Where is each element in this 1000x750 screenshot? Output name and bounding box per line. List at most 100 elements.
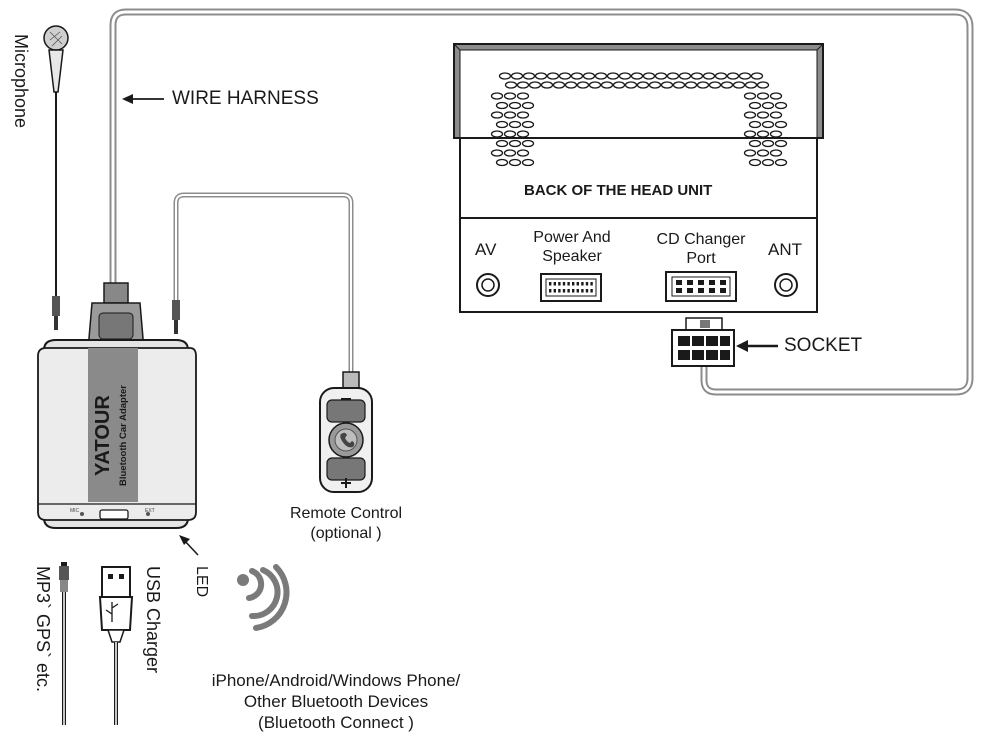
vent-hole bbox=[769, 149, 783, 157]
vent-hole bbox=[490, 111, 504, 119]
vent-hole bbox=[508, 139, 522, 148]
vent-hole bbox=[516, 92, 530, 100]
vent-hole bbox=[684, 81, 698, 89]
connector-pin bbox=[676, 280, 682, 285]
vent-hole bbox=[498, 72, 512, 80]
usb-cable-icon bbox=[98, 566, 134, 725]
vent-hole bbox=[503, 92, 517, 100]
vent-hole bbox=[516, 130, 530, 138]
vent-hole bbox=[503, 111, 517, 119]
vent-hole bbox=[522, 72, 536, 80]
connector-pin bbox=[572, 289, 575, 293]
connector-pin bbox=[585, 282, 589, 286]
connector-pin bbox=[590, 289, 593, 293]
connector-pin bbox=[549, 282, 552, 286]
vent-hole bbox=[576, 81, 590, 89]
vent-hole bbox=[618, 72, 632, 80]
phone-icon bbox=[340, 432, 355, 448]
connector-pin bbox=[698, 288, 704, 293]
remote-optional-label: (optional ) bbox=[310, 525, 382, 542]
vent-hole bbox=[516, 111, 530, 119]
vent-hole bbox=[756, 130, 770, 138]
vent-hole bbox=[769, 111, 783, 119]
vent-hole bbox=[570, 72, 584, 80]
connector-pin bbox=[720, 280, 726, 285]
connector-pin bbox=[553, 289, 556, 293]
ant-jack bbox=[774, 273, 798, 297]
vent-hole bbox=[490, 149, 504, 157]
socket-label: SOCKET bbox=[784, 335, 863, 356]
vent-hole bbox=[756, 81, 770, 89]
av-label: AV bbox=[475, 240, 497, 259]
power-speaker-port bbox=[540, 273, 602, 302]
vent-hole bbox=[594, 72, 608, 80]
vent-hole bbox=[738, 72, 752, 80]
connector-pin bbox=[562, 289, 566, 293]
vent-hole bbox=[516, 81, 530, 89]
connector-pin bbox=[549, 289, 552, 293]
vent-hole bbox=[540, 81, 554, 89]
vent-hole bbox=[756, 111, 770, 119]
vent-hole bbox=[504, 81, 518, 89]
vent-hole bbox=[696, 81, 710, 89]
av-jack bbox=[476, 273, 500, 297]
adapter-subtitle: Bluetooth Car Adapter bbox=[118, 385, 129, 486]
vent-hole bbox=[743, 111, 757, 119]
vent-hole bbox=[690, 72, 704, 80]
vent-hole bbox=[636, 81, 650, 89]
vent-hole bbox=[642, 72, 656, 80]
vent-hole bbox=[702, 72, 716, 80]
vent-holes bbox=[490, 72, 788, 167]
vent-hole bbox=[558, 72, 572, 80]
vent-hole bbox=[510, 72, 524, 80]
ant-label: ANT bbox=[768, 240, 802, 259]
vent-hole bbox=[503, 149, 517, 157]
vent-hole bbox=[761, 158, 775, 167]
microphone-icon bbox=[43, 25, 69, 330]
connector-pin bbox=[585, 289, 589, 293]
connector-pin bbox=[709, 288, 715, 293]
socket-connector bbox=[671, 317, 735, 367]
connector-pin bbox=[576, 282, 579, 286]
power-speaker-label: Power And Speaker bbox=[533, 229, 611, 265]
remote-control-cable bbox=[173, 192, 354, 372]
vent-hole bbox=[708, 81, 722, 89]
vent-hole bbox=[761, 139, 775, 148]
vent-hole bbox=[743, 149, 757, 157]
vent-hole bbox=[624, 81, 638, 89]
remote-jack-plug bbox=[172, 300, 180, 334]
connector-pin bbox=[581, 282, 584, 286]
vent-hole bbox=[654, 72, 668, 80]
remote-control-label: Remote Control bbox=[289, 505, 403, 522]
vent-hole bbox=[648, 81, 662, 89]
vent-hole bbox=[495, 120, 509, 129]
vent-hole bbox=[495, 158, 509, 167]
minus-icon bbox=[341, 398, 351, 400]
vent-hole bbox=[666, 72, 680, 80]
connector-pin bbox=[562, 282, 566, 286]
vent-hole bbox=[503, 130, 517, 138]
bluetooth-adapter bbox=[37, 339, 197, 529]
vent-hole bbox=[774, 158, 788, 167]
vent-hole bbox=[508, 101, 522, 110]
connector-pin bbox=[572, 282, 575, 286]
vent-hole bbox=[769, 92, 783, 100]
vent-hole bbox=[582, 72, 596, 80]
vent-hole bbox=[774, 101, 788, 110]
vent-hole bbox=[743, 92, 757, 100]
plus-icon bbox=[341, 478, 351, 488]
adapter-port-ext: EXT bbox=[145, 508, 155, 514]
led-arrow bbox=[179, 535, 199, 556]
vent-hole bbox=[761, 101, 775, 110]
vent-hole bbox=[726, 72, 740, 80]
vent-hole bbox=[521, 139, 535, 148]
vent-hole bbox=[672, 81, 686, 89]
adapter-brand: YATOUR bbox=[92, 395, 114, 476]
vent-hole bbox=[546, 72, 560, 80]
vent-hole bbox=[774, 139, 788, 148]
bt-devices-line2: Other Bluetooth Devices bbox=[243, 692, 429, 711]
connector-pin bbox=[687, 280, 693, 285]
vent-hole bbox=[714, 72, 728, 80]
vent-hole bbox=[600, 81, 614, 89]
led-label: LED bbox=[193, 566, 210, 598]
